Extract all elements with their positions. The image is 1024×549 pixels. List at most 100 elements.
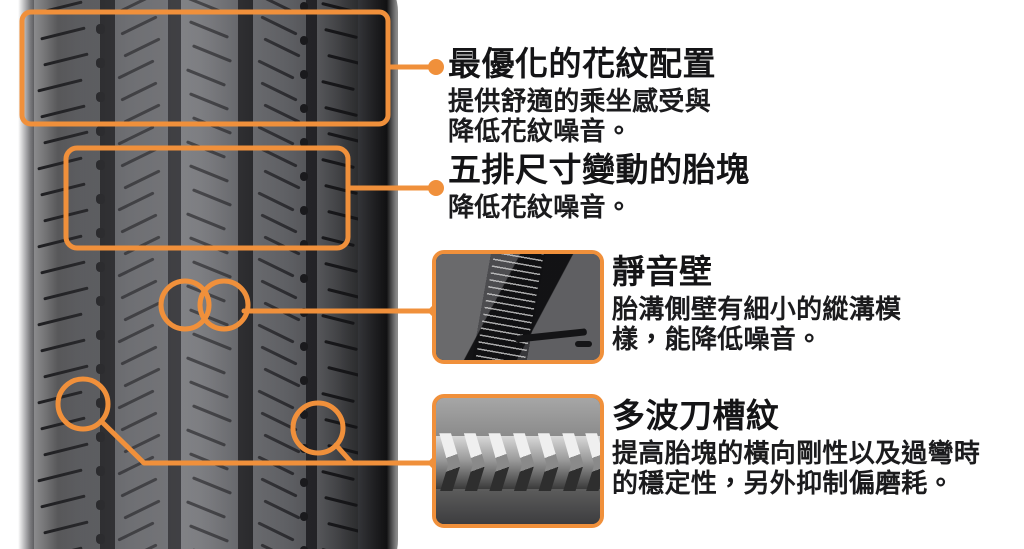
- sipe-chevron: [463, 433, 486, 494]
- tire-pitch-nick: [300, 376, 308, 385]
- tire-sipe: [120, 147, 158, 168]
- tire-sipe: [117, 455, 155, 476]
- tire-sipe: [39, 104, 86, 119]
- tire-sipe: [120, 15, 158, 36]
- tire-sipe: [191, 44, 232, 63]
- tire-pitch-nick: [300, 138, 308, 147]
- multi-wave-sipe-photo-content: [436, 398, 600, 524]
- tire-sipe: [260, 345, 298, 366]
- tire-sipe: [117, 257, 155, 278]
- tire-sipe: [39, 494, 86, 509]
- tire-sipe: [120, 213, 158, 234]
- tire-pitch-nick: [300, 512, 308, 521]
- feature-heading-2: 五排尺寸變動的胎塊: [448, 151, 750, 188]
- tire-sipe: [323, 261, 358, 274]
- tire-sipe: [185, 428, 226, 447]
- tire-sipe: [326, 287, 361, 300]
- tire-sipe: [123, 103, 161, 124]
- tire-sipe: [42, 52, 89, 67]
- tire-pitch-nick: [300, 478, 308, 487]
- tire-sipe: [117, 521, 155, 542]
- tire-pitch-nick: [300, 206, 308, 215]
- tire-sipe: [320, 235, 355, 248]
- tire-sipe: [36, 0, 83, 15]
- tire-sipe: [185, 140, 226, 159]
- tire-pitch-nick: [96, 500, 105, 510]
- tire-sipe: [117, 389, 155, 410]
- tire-shoulder-right: [358, 0, 398, 549]
- tire-sipe: [123, 301, 161, 322]
- tire-sipe-layer: [0, 0, 420, 549]
- tire-sipe: [326, 443, 361, 456]
- feature-heading-1: 最優化的花紋配置: [448, 45, 716, 82]
- tire-sipe: [260, 279, 298, 300]
- tire-sipe: [117, 59, 155, 80]
- tire-sipe: [191, 404, 232, 423]
- multi-wave-sipe-closeup-photo: [432, 394, 604, 528]
- tire-sipe: [326, 365, 361, 378]
- tire-sipe: [326, 131, 361, 144]
- feature-body-3: 胎溝側壁有細小的縱溝模 樣，能降低噪音。: [612, 294, 902, 354]
- tire-sipe: [257, 59, 295, 80]
- tire-sipe: [257, 455, 295, 476]
- tire-sipe: [39, 182, 86, 197]
- tire-sipe: [117, 323, 155, 344]
- tire-pitch-nick: [96, 364, 105, 374]
- tire-sipe: [191, 260, 232, 279]
- feature-text-2: 五排尺寸變動的胎塊 降低花紋噪音。: [448, 150, 750, 222]
- tire-sipe: [257, 389, 295, 410]
- tire-pitch-nick: [300, 274, 308, 283]
- tire-sipe: [260, 81, 298, 102]
- tire-sipe: [320, 313, 355, 326]
- tire-sipe: [257, 125, 295, 146]
- tire-sipe: [42, 130, 89, 145]
- tire-sipe: [260, 213, 298, 234]
- tire-sipe: [188, 20, 229, 39]
- tire-pitch-nick: [96, 398, 105, 408]
- tire-sipe: [323, 105, 358, 118]
- tire-pitch-nick: [300, 546, 308, 549]
- leader-dot-feature-1: [428, 59, 444, 75]
- tire-sipe: [117, 125, 155, 146]
- tire-sipe: [263, 301, 301, 322]
- tire-sipe: [188, 308, 229, 327]
- tire-sipe: [123, 37, 161, 58]
- tire-sipe: [257, 521, 295, 542]
- tire-sipe: [263, 367, 301, 388]
- feature-body-2: 降低花紋噪音。: [448, 192, 633, 222]
- tire-sipe: [323, 495, 358, 508]
- tire-pitch-nick: [96, 194, 105, 204]
- tire-pitch-nick: [96, 92, 105, 102]
- tire-sipe: [120, 543, 158, 549]
- tire-sipe: [326, 521, 361, 534]
- tire-sipe: [323, 183, 358, 196]
- tire-sipe: [185, 212, 226, 231]
- tire-sipe: [123, 367, 161, 388]
- tire-pitch-nick: [300, 444, 308, 453]
- tire-sipe: [320, 79, 355, 92]
- tire-sipe: [188, 452, 229, 471]
- tire-sipe: [320, 391, 355, 404]
- sipe-chevron: [488, 433, 510, 494]
- feature-text-1: 最優化的花紋配置 提供舒適的乘坐感受與 降低花紋噪音。: [448, 44, 716, 146]
- tire-sipe: [42, 286, 89, 301]
- tire-sipe: [191, 332, 232, 351]
- feature-text-3: 靜音壁 胎溝側壁有細小的縱溝模 樣，能降低噪音。: [612, 252, 901, 354]
- tire-sipe: [120, 411, 158, 432]
- tire-pitch-nick: [300, 308, 308, 317]
- sipe-block-base: [436, 491, 600, 524]
- tire-shoulder-left: [18, 0, 34, 549]
- tire-sipe: [188, 524, 229, 543]
- tire-pitch-nick: [96, 466, 105, 476]
- tire-pitch-nick: [300, 36, 308, 45]
- tire-tread-photo: [0, 0, 420, 549]
- tire-sipe: [260, 411, 298, 432]
- tire-sipe: [39, 338, 86, 353]
- tire-groove-4: [306, 0, 317, 549]
- tire-pitch-nick: [96, 534, 105, 544]
- tire-pitch-nick: [96, 228, 105, 238]
- tire-sipe: [326, 53, 361, 66]
- tire-sipe: [123, 169, 161, 190]
- sipe-chevron: [537, 433, 559, 494]
- silent-wall-striations: [475, 254, 545, 360]
